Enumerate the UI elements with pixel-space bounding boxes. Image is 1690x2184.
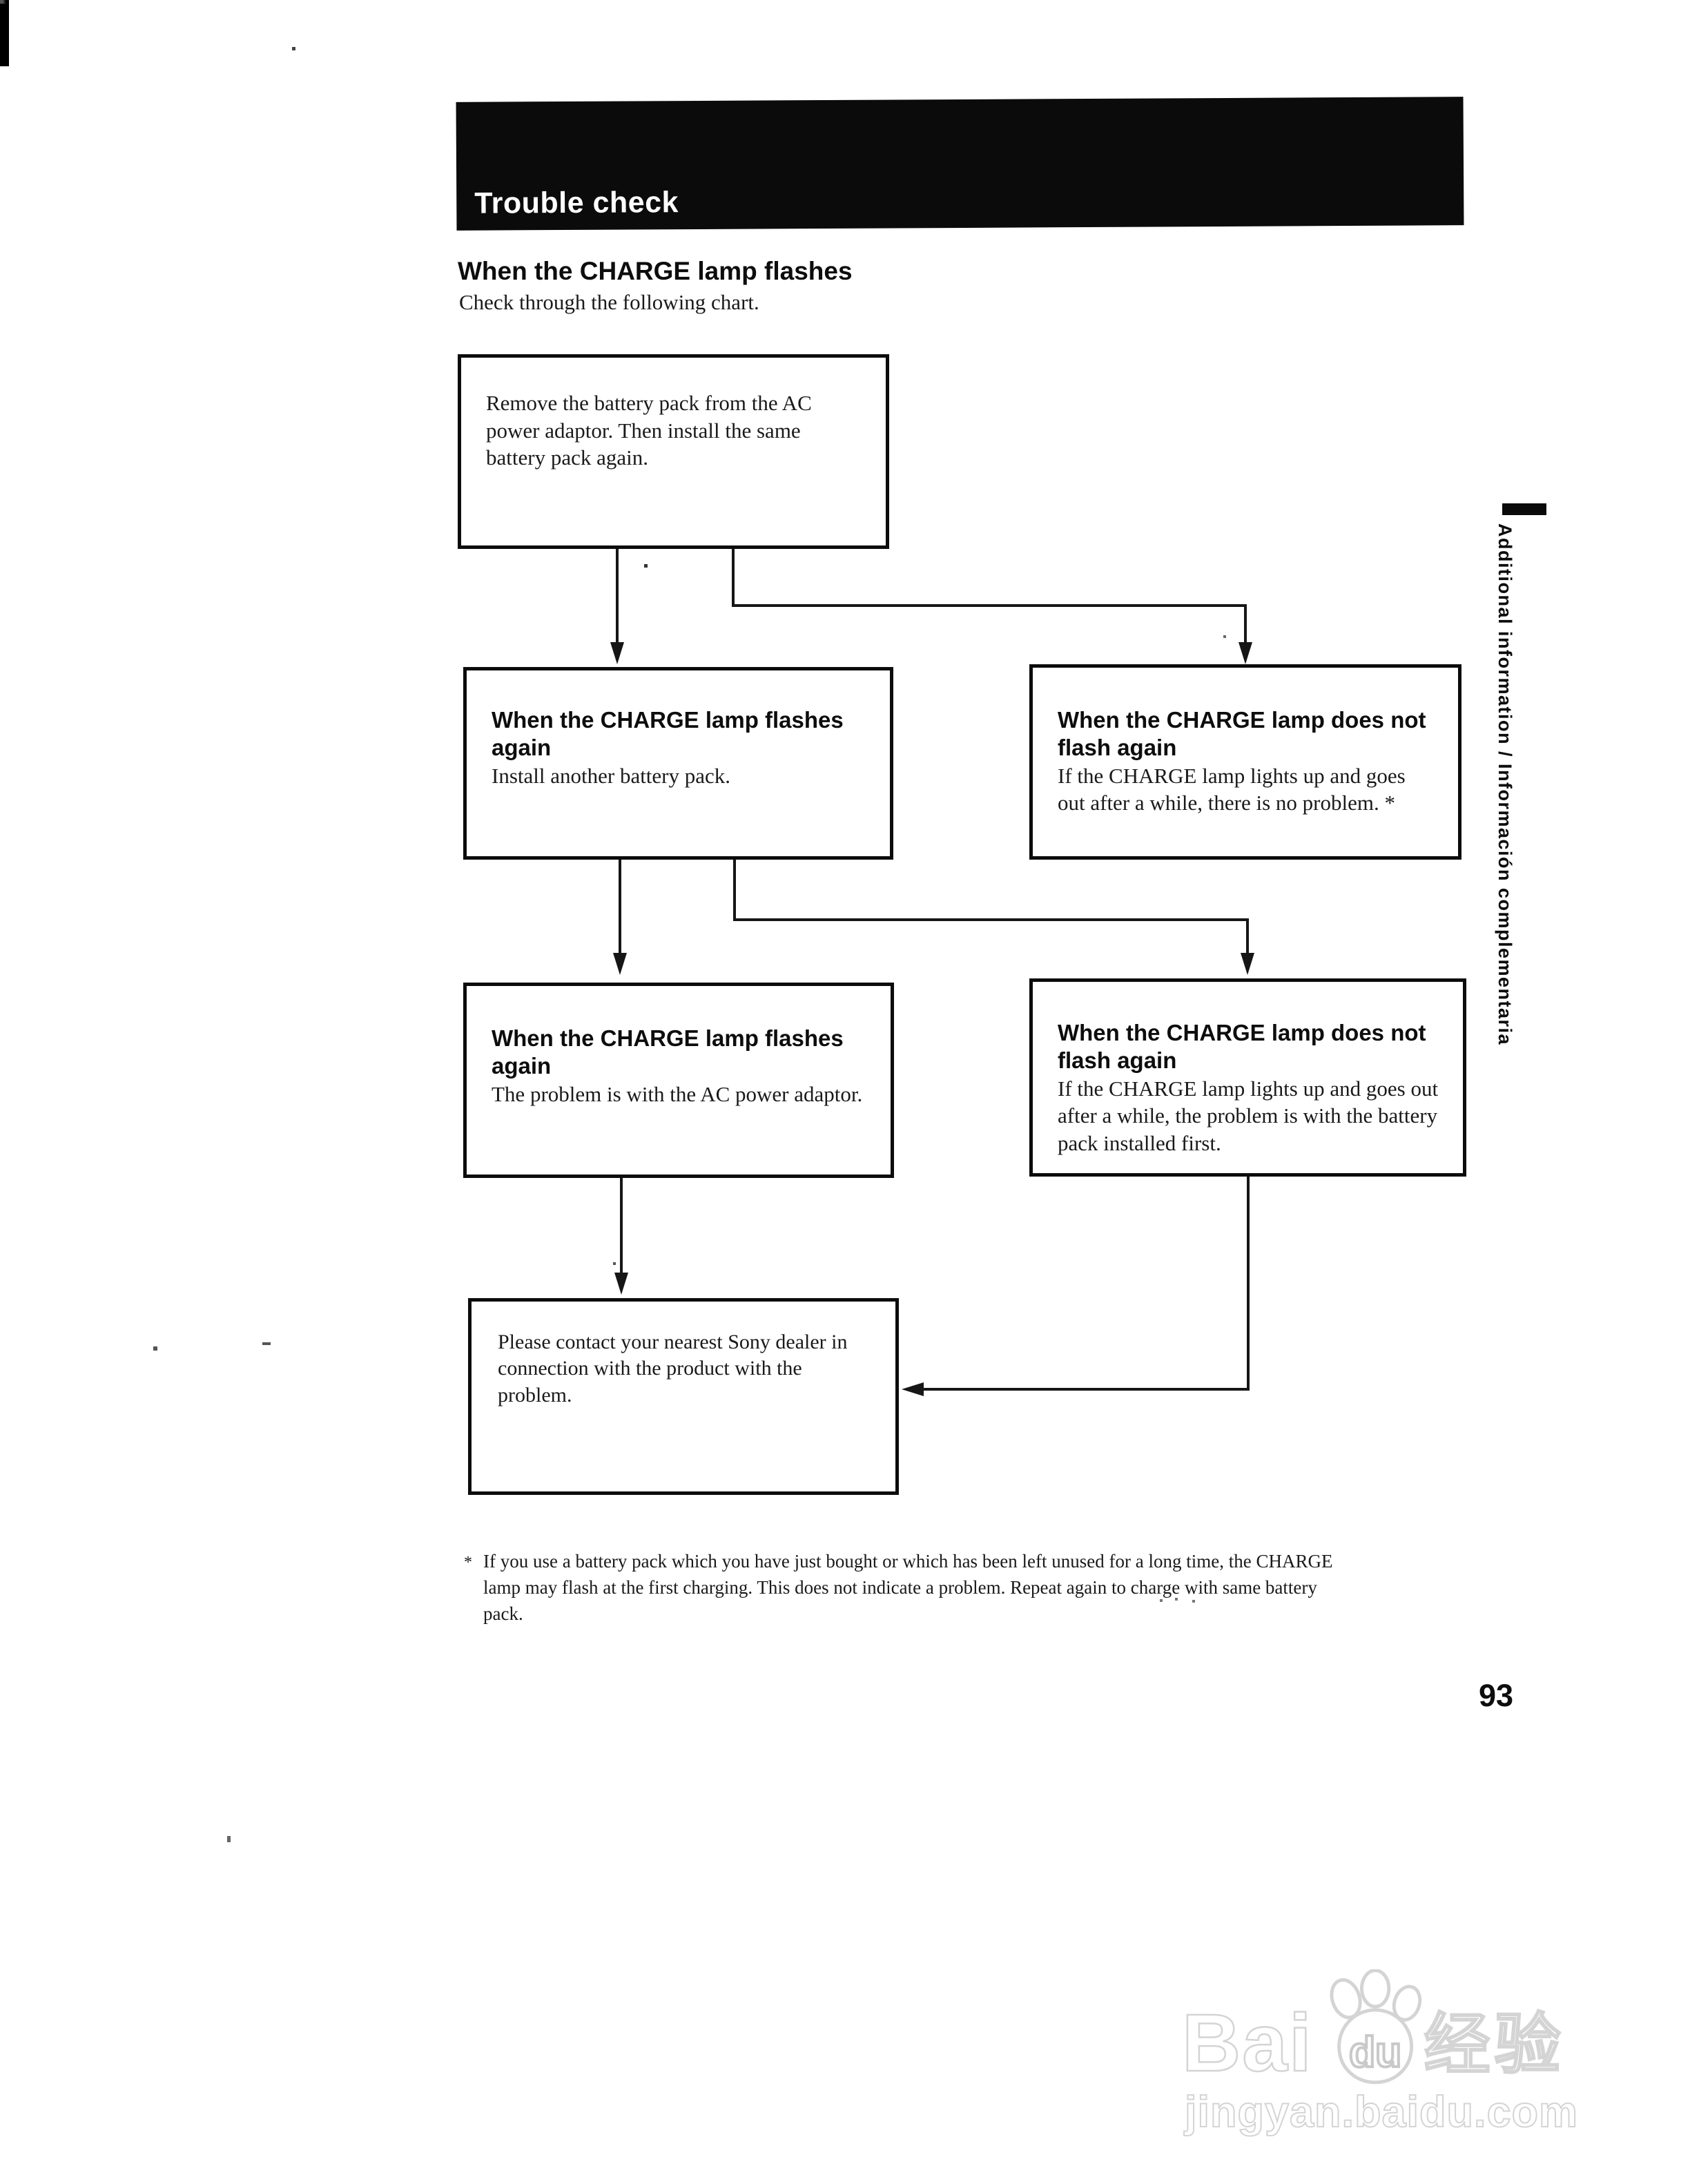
- footnote-marker: *: [464, 1554, 472, 1572]
- flow-box-body: Install another battery pack.: [492, 763, 731, 788]
- flow-box-body: If the CHARGE lamp lights up and goes ou…: [1058, 1076, 1439, 1155]
- flow-box-flashes-again-2: When the CHARGE lamp flashes again The p…: [463, 983, 894, 1178]
- watermark-brand-row: Bai du 经验: [1181, 1969, 1624, 2089]
- flow-box-body: If the CHARGE lamp lights up and goes ou…: [1058, 763, 1406, 815]
- flow-box-start: Remove the battery pack from the AC powe…: [458, 354, 889, 549]
- scan-artifact: [613, 1262, 616, 1265]
- scan-artifact: [1160, 1599, 1163, 1602]
- watermark-brand-suffix: du: [1349, 2029, 1401, 2076]
- flow-box-title: When the CHARGE lamp flashes again: [492, 707, 844, 761]
- topic-heading: When the CHARGE lamp flashes: [458, 257, 853, 285]
- topic-subheading: Check through the following chart.: [459, 290, 759, 314]
- scan-artifact: [1175, 1598, 1178, 1601]
- scan-artifact: [292, 47, 295, 50]
- footnote-line: lamp may flash at the first charging. Th…: [483, 1577, 1317, 1598]
- flow-box-body: The problem is with the AC power adaptor…: [492, 1081, 863, 1106]
- flow-box-no-flash-1: When the CHARGE lamp does not flash agai…: [1029, 664, 1461, 860]
- baidu-watermark: Bai du 经验 jingyan.baidu.com: [1181, 1969, 1624, 2136]
- watermark-brand-cn: 经验: [1423, 2008, 1565, 2082]
- flow-box-start-text: Remove the battery pack from the AC powe…: [486, 391, 812, 470]
- flow-box-title: When the CHARGE lamp does not flash agai…: [1058, 707, 1426, 761]
- sidebar-label: Additional information / Información com…: [1495, 523, 1515, 1046]
- flow-box-title: When the CHARGE lamp flashes again: [492, 1025, 844, 1079]
- footnote-line: pack.: [483, 1603, 523, 1624]
- scan-artifact: [0, 0, 3, 3]
- section-header-bar: Trouble check: [456, 97, 1464, 231]
- footnote: * If you use a battery pack which you ha…: [464, 1548, 1479, 1627]
- flow-box-no-flash-2: When the CHARGE lamp does not flash agai…: [1029, 978, 1466, 1177]
- scan-artifact: [262, 1342, 271, 1345]
- sidebar-section-marker: [1502, 503, 1546, 515]
- scan-artifact: [227, 1836, 231, 1842]
- watermark-brand-prefix: Bai: [1181, 1998, 1313, 2089]
- scan-artifact: [0, 0, 9, 66]
- scan-artifact: [1223, 635, 1226, 638]
- watermark-url: jingyan.baidu.com: [1184, 2088, 1579, 2136]
- baidu-paw-icon: du: [1330, 1969, 1421, 2085]
- footnote-line: If you use a battery pack which you have…: [483, 1551, 1333, 1572]
- scan-artifact: [153, 1346, 157, 1351]
- scan-artifact: [644, 564, 648, 568]
- flow-box-contact-dealer: Please contact your nearest Sony dealer …: [468, 1298, 899, 1495]
- section-title: Trouble check: [474, 186, 679, 220]
- flow-box-flashes-again-1: When the CHARGE lamp flashes again Insta…: [463, 667, 893, 860]
- page-number: 93: [1479, 1678, 1514, 1713]
- flow-box-title: When the CHARGE lamp does not flash agai…: [1058, 1020, 1426, 1074]
- scan-artifact: [1192, 1600, 1195, 1603]
- flow-box-body: Please contact your nearest Sony dealer …: [498, 1331, 848, 1407]
